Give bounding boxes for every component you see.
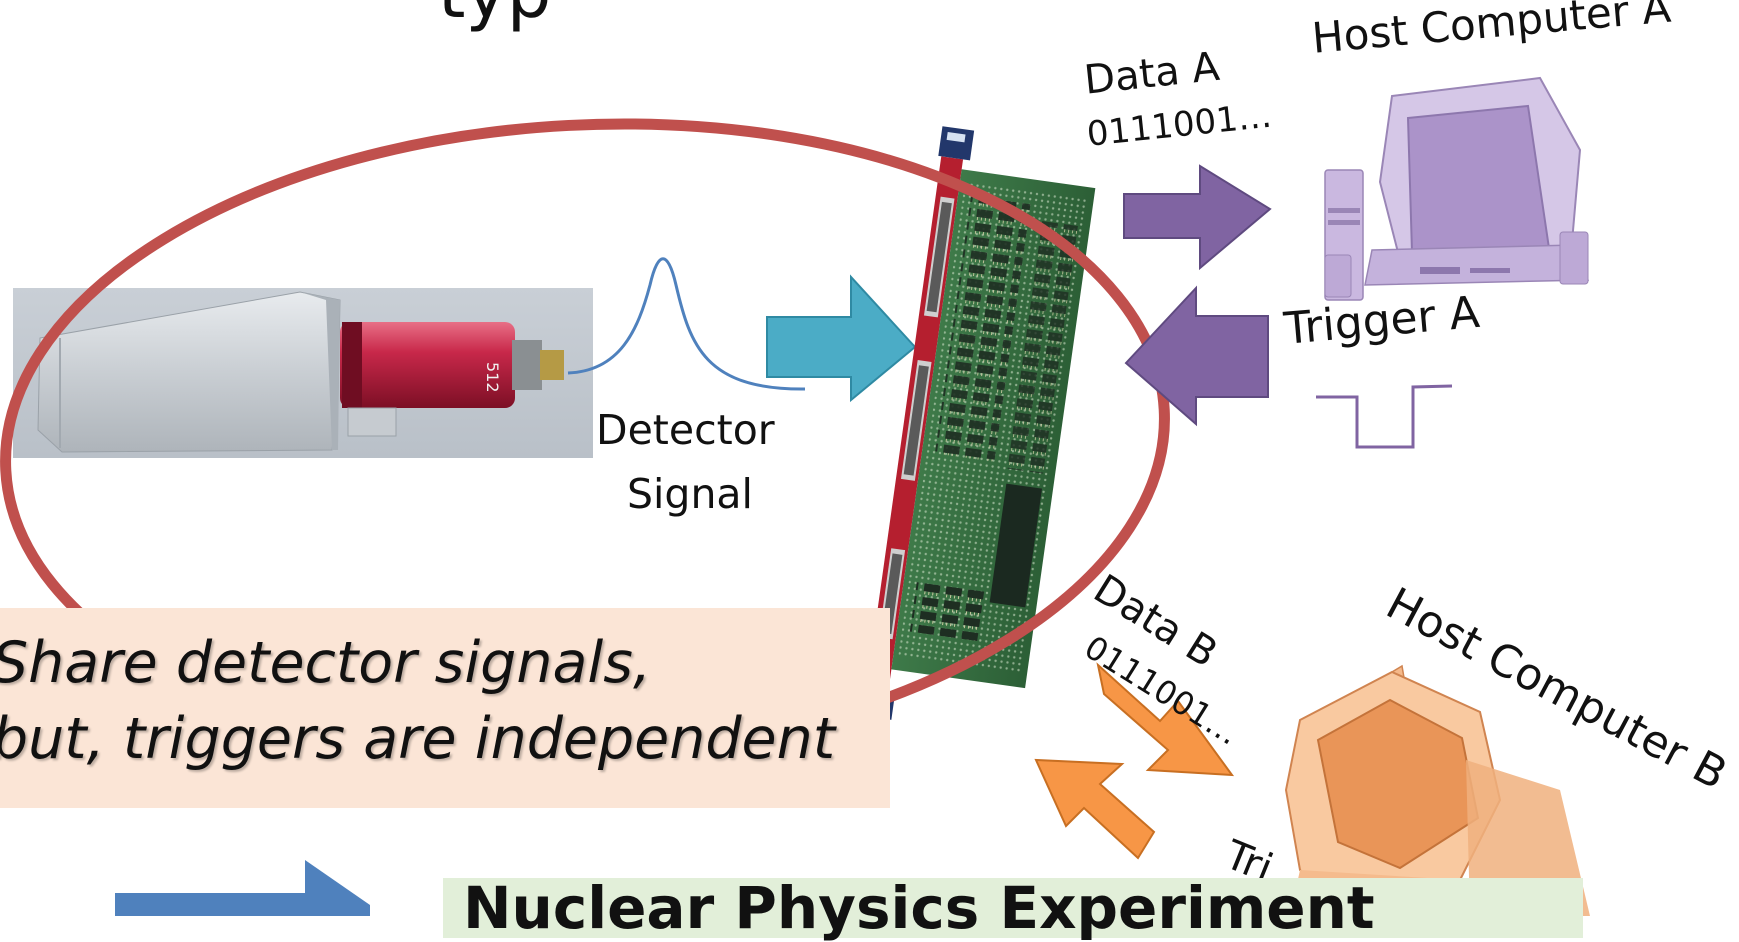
detector-signal-label-line1: Detector: [596, 406, 775, 454]
detector-photo: 512: [13, 288, 593, 458]
data-a-arrow: [1123, 164, 1272, 271]
callout-line2: but, triggers are independent: [0, 706, 836, 772]
callout-line1: Share detector signals,: [0, 630, 652, 696]
signal-input-arrow: [766, 274, 917, 403]
host-computer-a-icon: [1324, 76, 1590, 301]
result-arrow-shaft: [115, 893, 315, 916]
trigger-a-arrow: [1124, 285, 1269, 427]
trigger-b-arrow: [1034, 758, 1156, 860]
pmt-label: 512: [483, 362, 502, 393]
detector-signal-pulse: [567, 257, 806, 391]
data-b-arrow: [1096, 662, 1235, 777]
result-arrow-head: [305, 860, 370, 916]
callout-box: Share detector signals, but, triggers ar…: [0, 608, 890, 808]
page-title-partial: typ: [438, 0, 551, 34]
daq-board: [859, 126, 1096, 720]
detector-signal-label-line2: Signal: [627, 470, 753, 518]
trigger-a-pulse: [1316, 384, 1453, 449]
result-text-partial: Nuclear Physics Experiment: [463, 874, 1375, 942]
result-box: Nuclear Physics Experiment: [443, 874, 1583, 942]
